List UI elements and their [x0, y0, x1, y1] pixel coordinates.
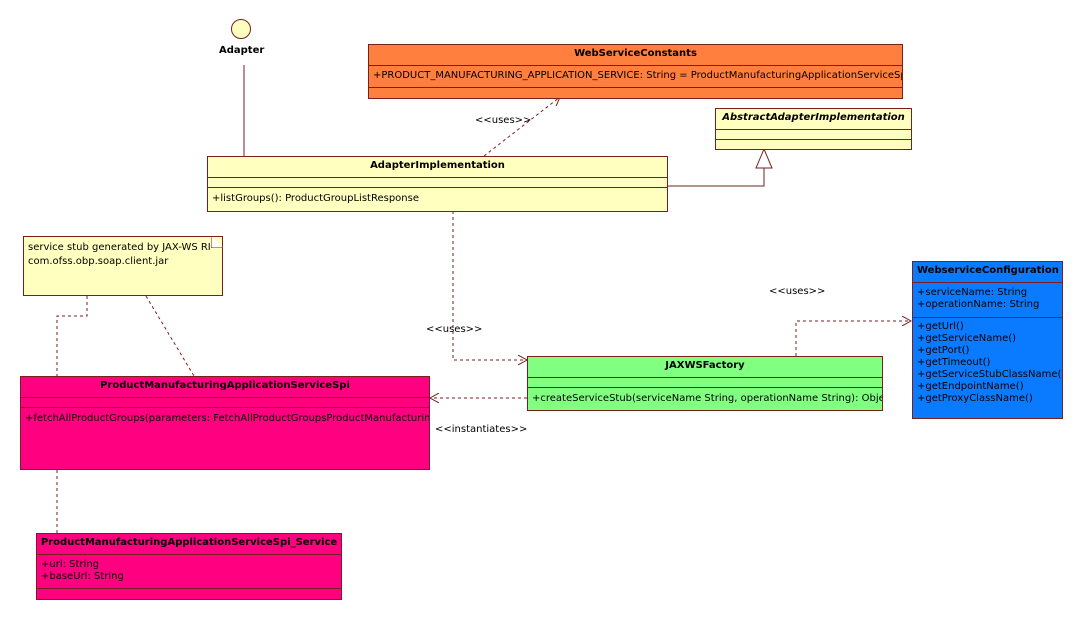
uses-factory-label: <<uses>>: [426, 324, 483, 335]
adapter-interface-label: Adapter: [219, 45, 265, 56]
note[interactable]: service stub generated by JAX-WS RI com.…: [23, 236, 223, 296]
operation: +getProxyClassName(): [917, 393, 1033, 404]
class-title: AbstractAdapterImplementation: [716, 109, 911, 130]
adapter-interface-icon[interactable]: [231, 19, 251, 39]
attribute: +url: String: [41, 559, 99, 570]
note-line: com.ofss.obp.soap.client.jar: [28, 256, 169, 267]
class-adapter-implementation[interactable]: AdapterImplementation +listGroups(): Pro…: [207, 156, 668, 212]
generalization-arrowhead: [755, 147, 773, 169]
operation: +fetchAllProductGroups(parameters: Fetch…: [25, 413, 429, 424]
attributes-section: +url: String +baseUrl: String: [37, 555, 341, 589]
class-abstract-adapter-implementation[interactable]: AbstractAdapterImplementation: [715, 108, 912, 150]
class-webservice-constants[interactable]: WebServiceConstants +PRODUCT_MANUFACTURI…: [368, 44, 903, 99]
operations-section: +fetchAllProductGroups(parameters: Fetch…: [21, 408, 429, 427]
operation: +getServiceStubClassName(): [917, 369, 1062, 380]
uses-constants-label: <<uses>>: [475, 115, 532, 126]
attributes-section: [21, 398, 429, 408]
attributes-section: +PRODUCT_MANUFACTURING_APPLICATION_SERVI…: [369, 66, 902, 88]
operation: +getServiceName(): [917, 333, 1017, 344]
attribute: +operationName: String: [917, 299, 1040, 310]
operation: +createServiceStub(serviceName String, o…: [532, 393, 882, 404]
operations-section: +getUrl() +getServiceName() +getPort() +…: [913, 318, 1062, 407]
attribute: +serviceName: String: [917, 287, 1028, 298]
class-title: ProductManufacturingApplicationServiceSp…: [37, 534, 341, 555]
note-line: service stub generated by JAX-WS RI: [28, 242, 211, 253]
operation: +getPort(): [917, 345, 970, 356]
attributes-section: +serviceName: String +operationName: Str…: [913, 283, 1062, 318]
operations-section: [716, 140, 911, 149]
operations-section: [37, 589, 341, 598]
class-pm-application-service-spi-service[interactable]: ProductManufacturingApplicationServiceSp…: [36, 533, 342, 600]
uses-constants-line: [483, 97, 560, 157]
attributes-section: [716, 130, 911, 140]
operation: +getEndpointName(): [917, 381, 1024, 392]
operations-section: +createServiceStub(serviceName String, o…: [528, 388, 882, 407]
note-fold-icon: [211, 236, 223, 248]
operation: +listGroups(): ProductGroupListResponse: [212, 193, 419, 204]
uses-factory-line: [452, 211, 527, 360]
class-pm-application-service-spi[interactable]: ProductManufacturingApplicationServiceSp…: [20, 376, 430, 470]
note-anchor-spi: [145, 295, 195, 377]
class-title: ProductManufacturingApplicationServiceSp…: [21, 377, 429, 398]
class-jaxws-factory[interactable]: JAXWSFactory +createServiceStub(serviceN…: [527, 356, 883, 411]
class-webservice-configuration[interactable]: WebserviceConfiguration +serviceName: St…: [912, 261, 1063, 419]
class-title: WebserviceConfiguration: [913, 262, 1062, 283]
attribute: +baseUrl: String: [41, 571, 124, 582]
operation: +getUrl(): [917, 321, 964, 332]
class-title: JAXWSFactory: [528, 357, 882, 378]
operation: +getTimeout(): [917, 357, 991, 368]
class-title: WebServiceConstants: [369, 45, 902, 66]
attributes-section: [528, 378, 882, 388]
attribute: +PRODUCT_MANUFACTURING_APPLICATION_SERVI…: [373, 70, 902, 81]
class-title: AdapterImplementation: [208, 157, 667, 178]
operations-section: +listGroups(): ProductGroupListResponse: [208, 188, 667, 207]
instantiates-label: <<instantiates>>: [435, 424, 528, 435]
uses-config-label: <<uses>>: [769, 286, 826, 297]
uses-config-line: [795, 321, 911, 356]
attributes-section: [208, 178, 667, 188]
operations-section: [369, 88, 902, 98]
generalization-line: [667, 168, 765, 187]
